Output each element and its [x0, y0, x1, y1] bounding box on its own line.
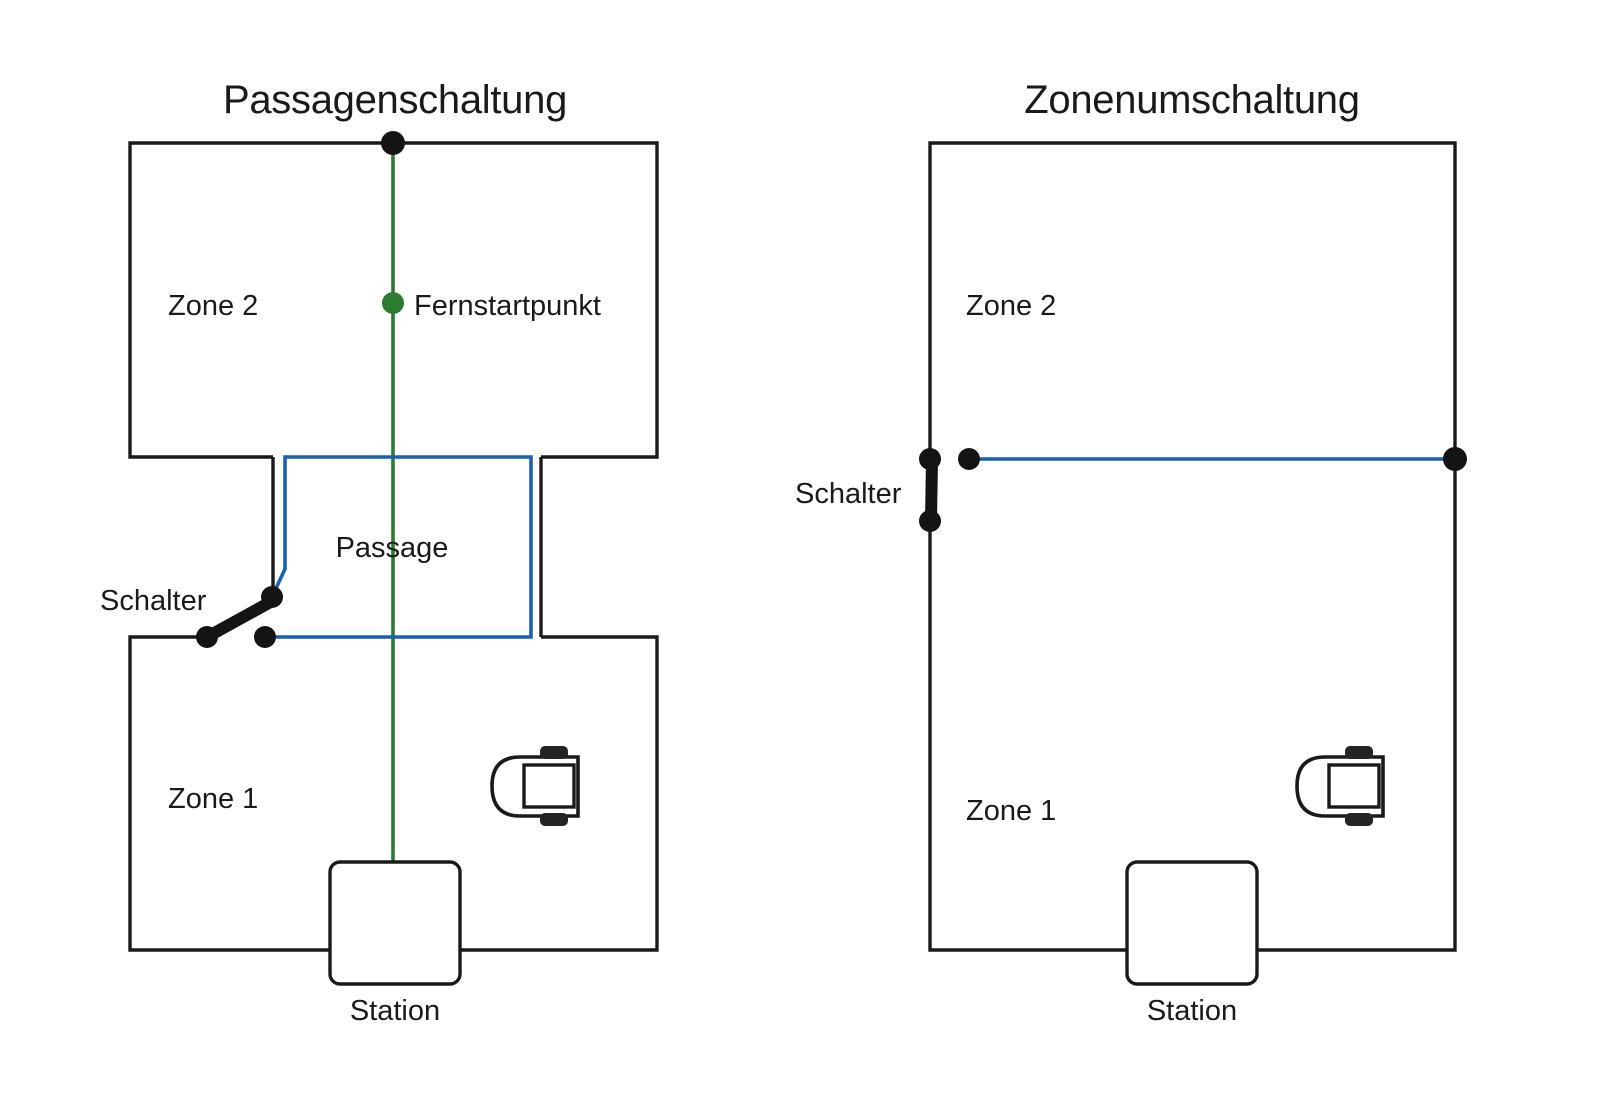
zone2-label-right: Zone 2 — [966, 290, 1056, 322]
mower-wheel-top-left — [540, 746, 568, 759]
remote-start-point-label: Fernstartpunkt — [414, 290, 601, 322]
station-label-left: Station — [350, 995, 440, 1027]
switch-contact-upper-node-left[interactable] — [261, 586, 283, 608]
station-label-right: Station — [1147, 995, 1237, 1027]
passage-label: Passage — [336, 532, 449, 564]
mower-wheel-bottom-right — [1345, 813, 1373, 826]
switch-label-right: Schalter — [795, 478, 902, 510]
zone2-label-left: Zone 2 — [168, 290, 258, 322]
zone-divider-node-right-right — [1443, 447, 1467, 471]
zone1-room-outline-left-part2 — [460, 635, 659, 952]
switch-pivot-node-right[interactable] — [919, 510, 941, 532]
switch-lever-left[interactable] — [201, 593, 282, 643]
remote-start-point-node — [382, 292, 404, 314]
diagram-zonenumschaltung: Zonenumschaltung Zone 2 — [795, 78, 1467, 1027]
switch-lever-right[interactable] — [925, 455, 938, 525]
diagram-title-right: Zonenumschaltung — [1024, 78, 1359, 122]
switch-pivot-node-left[interactable] — [196, 626, 218, 648]
switch-label-left: Schalter — [100, 585, 207, 617]
robot-mower-icon-left — [490, 746, 580, 826]
mower-screen-right — [1327, 763, 1381, 809]
guide-wire-top-node-left — [381, 131, 405, 155]
passage-loop-wire-left — [265, 455, 533, 639]
zone1-label-left: Zone 1 — [168, 783, 258, 815]
switch-contact-upper-node-right[interactable] — [919, 448, 941, 470]
robot-mower-icon-right — [1295, 746, 1385, 826]
diagram-passagenschaltung: Passagenschaltung — [100, 78, 659, 1027]
zone1-label-right: Zone 1 — [966, 795, 1056, 827]
charging-station-box-right — [1125, 860, 1259, 986]
mower-wheel-bottom-left — [540, 813, 568, 826]
diagram-title-left: Passagenschaltung — [223, 78, 567, 122]
room-outline-right-part2 — [928, 521, 1127, 952]
switch-contact-lower-node-left[interactable] — [254, 626, 276, 648]
zone1-room-outline-left-part1 — [128, 635, 330, 952]
zone-divider-node-left-right — [958, 448, 980, 470]
charging-station-box-left — [328, 860, 462, 986]
mower-screen-left — [522, 763, 576, 809]
room-outline-right-part1 — [928, 141, 1457, 952]
mower-wheel-top-right — [1345, 746, 1373, 759]
